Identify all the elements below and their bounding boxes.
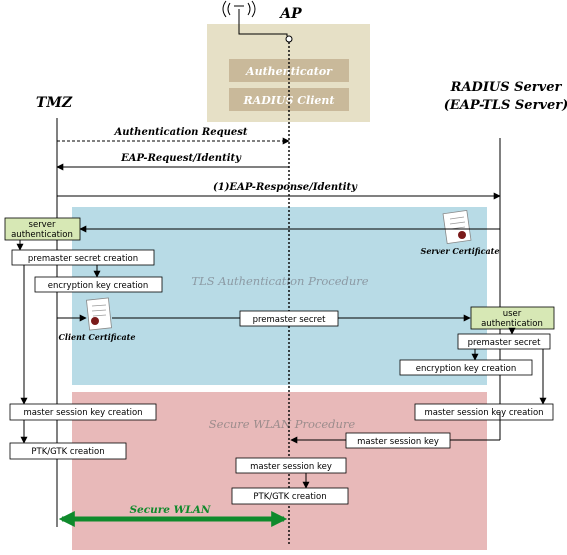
- client-certificate-icon: [86, 297, 112, 331]
- tmz-label: TMZ: [36, 95, 73, 111]
- radius-client-label: RADIUS Client: [243, 94, 335, 107]
- ap-msk-label: master session key: [250, 462, 332, 472]
- server-certificate-icon: [442, 210, 472, 244]
- server-encryption-key-label: encryption key creation: [416, 364, 516, 374]
- premaster-secret-box: [239, 310, 339, 327]
- secure-wlan-label: Secure WLAN: [129, 504, 210, 516]
- ap-msk-box: [235, 457, 347, 474]
- server-encryption-key-box: [399, 359, 533, 376]
- radius-server-label: RADIUS Server: [450, 80, 563, 95]
- premaster-creation-box: [11, 249, 155, 266]
- server-msk-label: master session key: [357, 437, 439, 447]
- premaster-creation-label: premaster secret creation: [28, 254, 138, 264]
- server-premaster-label: premaster secret: [468, 338, 541, 348]
- auth-request-label: Authentication Request: [114, 127, 248, 138]
- ap-ptk-gtk-label: PTK/GTK creation: [253, 492, 326, 502]
- premaster-secret-label: premaster secret: [253, 315, 326, 325]
- ap-title: AP: [278, 6, 302, 22]
- secure-wlan-procedure-label: Secure WLAN Procedure: [209, 417, 356, 431]
- server-premaster-box: [457, 333, 551, 350]
- server-certificate-label: Server Certificate: [421, 246, 500, 256]
- client-encryption-key-box: [34, 276, 163, 293]
- client-msk-creation-label: master session key creation: [23, 408, 142, 418]
- tls-procedure-label: TLS Authentication Procedure: [191, 274, 368, 288]
- eap-tls-server-label: (EAP-TLS Server): [444, 98, 567, 113]
- server-authentication-badge: [4, 217, 81, 241]
- client-ptk-gtk-box: [9, 442, 127, 460]
- eap-request-identity-label: EAP-Request/Identity: [120, 153, 242, 164]
- ap-ptk-gtk-box: [231, 487, 349, 505]
- tls-procedure-region: [72, 207, 487, 385]
- server-msk-creation-label: master session key creation: [424, 408, 543, 418]
- server-authentication-line2: authentication: [11, 230, 73, 240]
- client-certificate-label: Client Certificate: [59, 332, 136, 342]
- client-msk-creation-box: [9, 403, 157, 421]
- user-authentication-line2: authentication: [481, 319, 543, 329]
- server-msk-creation-box: [414, 403, 554, 421]
- antenna-icon: [222, 0, 293, 43]
- eap-response-identity-label: (1)EAP-Response/Identity: [213, 182, 358, 193]
- user-authentication-line1: user: [503, 309, 522, 319]
- client-encryption-key-label: encryption key creation: [48, 281, 148, 291]
- server-authentication-line1: server: [29, 220, 56, 230]
- client-ptk-gtk-label: PTK/GTK creation: [31, 447, 104, 457]
